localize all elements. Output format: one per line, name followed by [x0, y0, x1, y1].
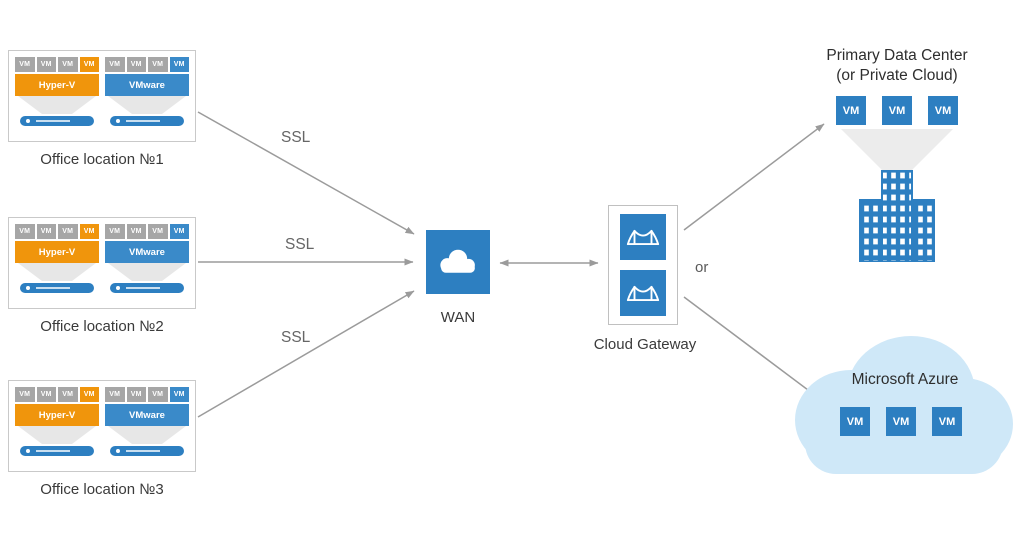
hyperv-band-label: Hyper-V	[15, 241, 99, 263]
vm-box: VM	[932, 407, 962, 436]
office-box-3: VM VM VM VM Hyper-V VM VM VM VM VMware	[8, 380, 196, 472]
vm-tile: VM	[36, 224, 56, 239]
funnel-shape	[18, 96, 96, 114]
vm-tile: VM	[15, 387, 35, 402]
vm-box: VM	[836, 96, 866, 125]
funnel-shape	[841, 129, 953, 173]
vm-tile: VM	[148, 224, 168, 239]
cloud-gateway-box	[608, 205, 678, 325]
vmware-cluster: VM VM VM VM VMware	[105, 387, 189, 465]
vm-tile-row: VM VM VM VM	[105, 57, 189, 72]
vm-tile: VM	[169, 57, 189, 72]
vm-tile: VM	[15, 224, 35, 239]
vm-tile: VM	[58, 387, 78, 402]
or-label: or	[695, 259, 709, 276]
wan-icon	[426, 230, 490, 294]
ssl-label-3: SSL	[281, 329, 311, 346]
vm-tile: VM	[148, 387, 168, 402]
office-label-1: Office location №1	[40, 151, 164, 168]
funnel-shape	[108, 263, 186, 281]
office-box-1: VM VM VM VM Hyper-V VM VM VM VM VMware	[8, 50, 196, 142]
vm-tile: VM	[169, 224, 189, 239]
hyperv-cluster: VM VM VM VM Hyper-V	[15, 224, 99, 302]
server-icon	[110, 283, 184, 293]
hyperv-band-label: Hyper-V	[15, 404, 99, 426]
hyperv-cluster: VM VM VM VM Hyper-V	[15, 387, 99, 465]
vm-tile-row: VM VM VM VM	[105, 224, 189, 239]
vm-tile-row: VM VM VM VM	[15, 57, 99, 72]
cloud-icon	[440, 249, 475, 273]
azure-title: Microsoft Azure	[851, 371, 959, 388]
ssl-label-1: SSL	[281, 129, 311, 146]
azure-vms: VM VM VM	[840, 407, 962, 436]
server-icon	[110, 446, 184, 456]
funnel-shape	[108, 426, 186, 444]
vm-tile-row: VM VM VM VM	[15, 224, 99, 239]
server-icon	[20, 116, 94, 126]
vm-tile: VM	[126, 387, 146, 402]
vm-tile-row: VM VM VM VM	[105, 387, 189, 402]
hyperv-band-label: Hyper-V	[15, 74, 99, 96]
office-location-1: VM VM VM VM Hyper-V VM VM VM VM VMware	[8, 50, 196, 168]
vmware-cluster: VM VM VM VM VMware	[105, 57, 189, 135]
vm-tile: VM	[79, 57, 99, 72]
vmware-cluster: VM VM VM VM VMware	[105, 224, 189, 302]
vm-tile: VM	[36, 57, 56, 72]
office-location-3: VM VM VM VM Hyper-V VM VM VM VM VMware	[8, 380, 196, 498]
vm-tile-row: VM VM VM VM	[15, 387, 99, 402]
office-location-2: VM VM VM VM Hyper-V VM VM VM VM VMware	[8, 217, 196, 335]
vm-tile: VM	[126, 224, 146, 239]
vm-tile: VM	[79, 224, 99, 239]
vm-tile: VM	[79, 387, 99, 402]
ssl-label-2: SSL	[285, 236, 315, 253]
vm-tile: VM	[36, 387, 56, 402]
vm-tile: VM	[169, 387, 189, 402]
vm-tile: VM	[15, 57, 35, 72]
gateway-bridge-icon	[620, 270, 666, 316]
server-icon	[110, 116, 184, 126]
vm-box: VM	[882, 96, 912, 125]
primary-dc-title-line1: Primary Data Center	[826, 47, 968, 64]
hyperv-cluster: VM VM VM VM Hyper-V	[15, 57, 99, 135]
primary-dc-title-line2: (or Private Cloud)	[836, 67, 958, 84]
arrow-office3-wan	[197, 290, 415, 418]
vm-tile: VM	[58, 224, 78, 239]
vmware-band-label: VMware	[105, 74, 189, 96]
server-icon	[20, 283, 94, 293]
primary-dc-vms: VM VM VM	[836, 96, 958, 125]
vm-box: VM	[886, 407, 916, 436]
office-label-2: Office location №2	[40, 318, 164, 335]
arrow-gateway-datacenter	[683, 123, 825, 231]
cloud-gateway-label: Cloud Gateway	[593, 336, 697, 353]
primary-dc-title: Primary Data Center (or Private Cloud)	[800, 46, 994, 86]
vm-tile: VM	[58, 57, 78, 72]
gateway-bridge-icon	[620, 214, 666, 260]
funnel-shape	[108, 96, 186, 114]
vm-tile: VM	[105, 57, 125, 72]
vmware-band-label: VMware	[105, 404, 189, 426]
funnel-shape	[18, 426, 96, 444]
vm-tile: VM	[126, 57, 146, 72]
vm-tile: VM	[148, 57, 168, 72]
server-icon	[20, 446, 94, 456]
vm-box: VM	[840, 407, 870, 436]
vmware-band-label: VMware	[105, 241, 189, 263]
vm-tile: VM	[105, 387, 125, 402]
building-icon	[853, 170, 941, 267]
vm-tile: VM	[105, 224, 125, 239]
office-box-2: VM VM VM VM Hyper-V VM VM VM VM VMware	[8, 217, 196, 309]
funnel-shape	[18, 263, 96, 281]
vm-box: VM	[928, 96, 958, 125]
wan-label: WAN	[440, 309, 476, 326]
office-label-3: Office location №3	[40, 481, 164, 498]
